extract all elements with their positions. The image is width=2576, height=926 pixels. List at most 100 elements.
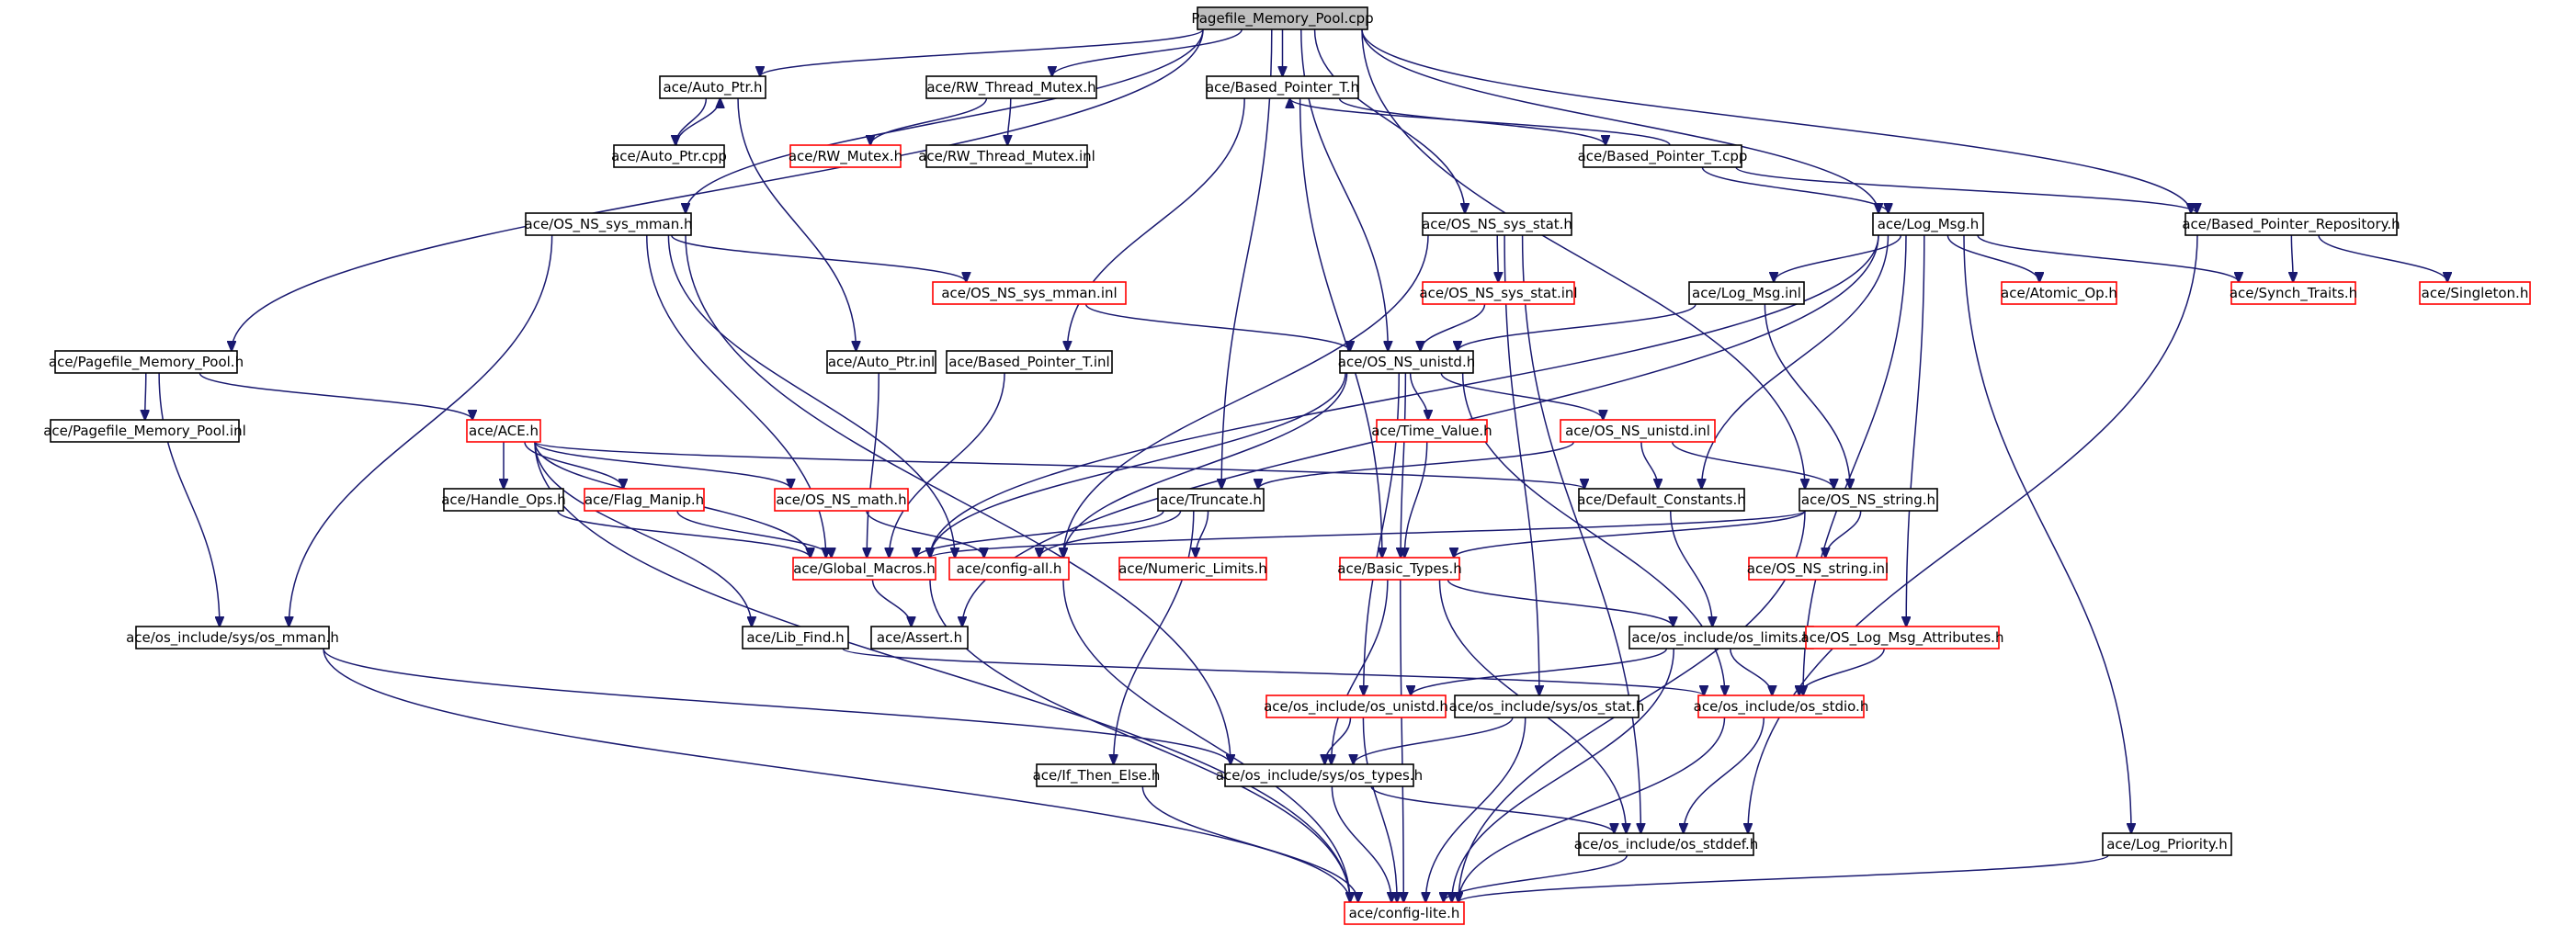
node-ace-os-ns-sys-mman-h[interactable]: ace/OS_NS_sys_mman.h bbox=[525, 212, 693, 236]
node-ace-ace-h[interactable]: ace/ACE.h bbox=[466, 419, 541, 443]
edge-pmp_h-to-pmp_inl bbox=[145, 372, 146, 420]
edge-os_mman_h-to-os_types_h bbox=[323, 648, 1231, 764]
node-ace-os-include-os-unistd-h[interactable]: ace/os_include/os_unistd.h bbox=[1264, 694, 1448, 718]
node-box bbox=[792, 557, 936, 581]
edge-globalmacros_h-to-configlite_h bbox=[929, 579, 1350, 902]
node-label: ace/Flag_Manip.h bbox=[584, 491, 704, 509]
node-ace-os-ns-unistd-h[interactable]: ace/OS_NS_unistd.h bbox=[1338, 350, 1475, 374]
node-ace-based-pointer-t-cpp[interactable]: ace/Based_Pointer_T.cpp bbox=[1578, 144, 1748, 168]
node-box bbox=[584, 488, 705, 512]
node-ace-auto-ptr-cpp[interactable]: ace/Auto_Ptr.cpp bbox=[611, 144, 727, 168]
edge-truncate_h-to-configall_h bbox=[1039, 510, 1182, 558]
node-ace-pagefile-memory-pool-h[interactable]: ace/Pagefile_Memory_Pool.h bbox=[49, 350, 244, 374]
node-label: ace/Based_Pointer_Repository.h bbox=[2182, 216, 2400, 233]
node-box bbox=[789, 144, 902, 168]
node-ace-truncate-h[interactable]: ace/Truncate.h bbox=[1157, 488, 1265, 512]
node-ace-os-include-sys-os-types-h[interactable]: ace/os_include/sys/os_types.h bbox=[1216, 763, 1423, 787]
edge-oslogattr_h-to-os_stdio_h bbox=[1799, 648, 1885, 695]
node-box bbox=[659, 75, 766, 99]
node-label: ace/OS_NS_sys_stat.inl bbox=[1419, 285, 1577, 302]
node-ace-auto-ptr-inl[interactable]: ace/Auto_Ptr.inl bbox=[826, 350, 936, 374]
node-label: ace/RW_Mutex.h bbox=[789, 148, 902, 165]
node-label: ace/Lib_Find.h bbox=[746, 629, 844, 647]
node-box bbox=[948, 557, 1070, 581]
node-ace-auto-ptr-h[interactable]: ace/Auto_Ptr.h bbox=[659, 75, 766, 99]
node-ace-log-priority-h[interactable]: ace/Log_Priority.h bbox=[2102, 832, 2232, 856]
node-ace-rw-thread-mutex-h[interactable]: ace/RW_Thread_Mutex.h bbox=[925, 75, 1097, 99]
node-pagefile-memory-pool-cpp[interactable]: Pagefile_Memory_Pool.cpp bbox=[1191, 6, 1374, 30]
node-label: ace/Pagefile_Memory_Pool.h bbox=[49, 354, 244, 371]
node-label: ace/If_Then_Else.h bbox=[1033, 767, 1161, 785]
edge-oslimits_h-to-configlite_h bbox=[1452, 648, 1674, 902]
node-ace-flag-manip-h[interactable]: ace/Flag_Manip.h bbox=[584, 488, 705, 512]
node-ace-os-include-os-stddef-h[interactable]: ace/os_include/os_stddef.h bbox=[1574, 832, 1759, 856]
node-ace-based-pointer-t-h[interactable]: ace/Based_Pointer_T.h bbox=[1206, 75, 1359, 99]
node-ace-config-all-h[interactable]: ace/config-all.h bbox=[948, 557, 1070, 581]
node-ace-os-ns-unistd-inl[interactable]: ace/OS_NS_unistd.inl bbox=[1560, 419, 1716, 443]
edge-osmman_inl-to-osunistd_h bbox=[1084, 303, 1350, 351]
node-ace-if-then-else-h[interactable]: ace/If_Then_Else.h bbox=[1033, 763, 1161, 787]
node-label: ace/Log_Msg.inl bbox=[1692, 285, 1801, 302]
node-ace-pagefile-memory-pool-inl[interactable]: ace/Pagefile_Memory_Pool.inl bbox=[43, 419, 246, 443]
node-ace-rw-thread-mutex-inl[interactable]: ace/RW_Thread_Mutex.inl bbox=[918, 144, 1095, 168]
edge-timevalue_h-to-basictypes_h bbox=[1404, 441, 1428, 558]
edge-osstring_h-to-basictypes_h bbox=[1454, 510, 1806, 558]
node-box bbox=[1265, 694, 1447, 718]
node-ace-os-ns-string-inl[interactable]: ace/OS_NS_string.inl bbox=[1747, 557, 1889, 581]
node-ace-basic-types-h[interactable]: ace/Basic_Types.h bbox=[1337, 557, 1462, 581]
node-ace-config-lite-h[interactable]: ace/config-lite.h bbox=[1344, 901, 1465, 925]
node-ace-os-log-msg-attributes-h[interactable]: ace/OS_Log_Msg_Attributes.h bbox=[1801, 626, 2004, 649]
node-ace-global-macros-h[interactable]: ace/Global_Macros.h bbox=[792, 557, 936, 581]
node-ace-os-include-os-limits-h[interactable]: ace/os_include/os_limits.h bbox=[1628, 626, 1814, 649]
node-ace-numeric-limits-h[interactable]: ace/Numeric_Limits.h bbox=[1118, 557, 1267, 581]
node-label: ace/Truncate.h bbox=[1160, 491, 1262, 508]
node-box bbox=[2230, 281, 2356, 305]
edge-os_types_h-to-configlite_h bbox=[1331, 785, 1391, 902]
node-ace-os-ns-math-h[interactable]: ace/OS_NS_math.h bbox=[774, 488, 909, 512]
node-label: ace/config-lite.h bbox=[1349, 905, 1460, 921]
node-ace-based-pointer-repository-h[interactable]: ace/Based_Pointer_Repository.h bbox=[2182, 212, 2400, 236]
edge-os_stdio_h-to-configlite_h bbox=[1458, 717, 1726, 902]
edge-globalmacros_h-to-assert_h bbox=[871, 579, 912, 627]
edge-os_sysstat_h-to-os_types_h bbox=[1354, 717, 1514, 764]
node-ace-atomic-op-h[interactable]: ace/Atomic_Op.h bbox=[2001, 281, 2117, 305]
node-label: ace/os_include/os_stddef.h bbox=[1574, 836, 1759, 853]
node-ace-time-value-h[interactable]: ace/Time_Value.h bbox=[1371, 419, 1492, 443]
node-ace-os-ns-string-h[interactable]: ace/OS_NS_string.h bbox=[1799, 488, 1938, 512]
node-label: ace/Atomic_Op.h bbox=[2001, 285, 2117, 302]
node-label: ace/Based_Pointer_T.inl bbox=[948, 354, 1109, 371]
edge-osunistd_inl-to-defconst_h bbox=[1640, 441, 1658, 489]
edge-root-to-autoptr_h bbox=[760, 28, 1204, 76]
node-ace-log-msg-h[interactable]: ace/Log_Msg.h bbox=[1872, 212, 1984, 236]
edge-osunistd_h-to-osunistd_inl bbox=[1440, 372, 1603, 420]
node-label: ace/os_include/sys/os_types.h bbox=[1216, 767, 1423, 785]
node-box bbox=[1578, 488, 1745, 512]
node-ace-os-ns-sys-mman-inl[interactable]: ace/OS_NS_sys_mman.inl bbox=[932, 281, 1127, 305]
node-box bbox=[1872, 212, 1984, 236]
node-ace-os-ns-sys-stat-h[interactable]: ace/OS_NS_sys_stat.h bbox=[1422, 212, 1572, 236]
node-label: ace/OS_NS_unistd.h bbox=[1338, 354, 1475, 371]
edge-autoptr_cpp-to-autoptr_h bbox=[675, 98, 721, 146]
edge-osunistd_h-to-configall_h bbox=[1063, 372, 1348, 558]
node-ace-singleton-h[interactable]: ace/Singleton.h bbox=[2419, 281, 2531, 305]
node-ace-assert-h[interactable]: ace/Assert.h bbox=[870, 626, 969, 649]
node-ace-os-include-os-stdio-h[interactable]: ace/os_include/os_stdio.h bbox=[1694, 694, 1869, 718]
node-ace-os-ns-sys-stat-inl[interactable]: ace/OS_NS_sys_stat.inl bbox=[1419, 281, 1578, 305]
node-ace-os-include-sys-os-mman-h[interactable]: ace/os_include/sys/os_mman.h bbox=[126, 626, 339, 649]
node-ace-based-pointer-t-inl[interactable]: ace/Based_Pointer_T.inl bbox=[946, 350, 1113, 374]
edge-root-to-truncate_h bbox=[1221, 28, 1273, 489]
node-ace-default-constants-h[interactable]: ace/Default_Constants.h bbox=[1577, 488, 1746, 512]
node-ace-log-msg-inl[interactable]: ace/Log_Msg.inl bbox=[1688, 281, 1805, 305]
node-ace-handle-ops-h[interactable]: ace/Handle_Ops.h bbox=[441, 488, 566, 512]
node-ace-lib-find-h[interactable]: ace/Lib_Find.h bbox=[742, 626, 849, 649]
node-ace-os-include-sys-os-stat-h[interactable]: ace/os_include/sys/os_stat.h bbox=[1449, 694, 1645, 718]
node-label: ace/OS_NS_unistd.inl bbox=[1565, 423, 1710, 440]
edge-truncate_h-to-globalmacros_h bbox=[916, 510, 1164, 558]
node-box bbox=[613, 144, 725, 168]
node-ace-synch-traits-h[interactable]: ace/Synch_Traits.h bbox=[2230, 281, 2357, 305]
node-ace-rw-mutex-h[interactable]: ace/RW_Mutex.h bbox=[789, 144, 902, 168]
edge-logmsg_h-to-atomic_h bbox=[1946, 234, 2039, 282]
edge-os_mman_h-to-configlite_h bbox=[323, 648, 1350, 902]
edge-ace_h-to-libfind_h bbox=[534, 441, 752, 627]
